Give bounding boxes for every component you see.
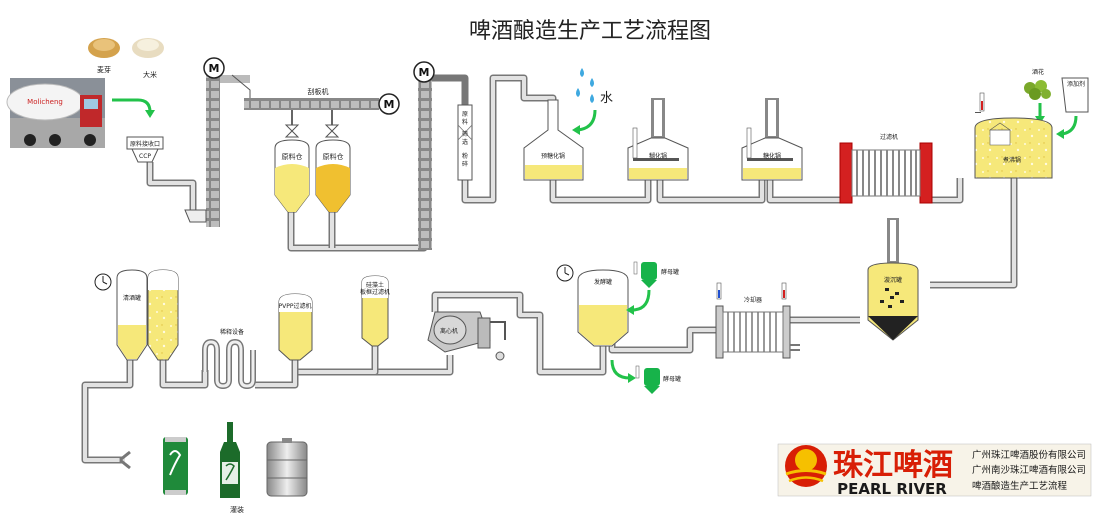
bucket-elevator-1	[184, 74, 251, 227]
cooler-label: 冷却器	[744, 296, 762, 304]
receiving-label: 原料接收口	[130, 140, 160, 148]
lauter-label: 过滤机	[880, 133, 898, 141]
dilution-label: 稀释设备	[220, 328, 244, 336]
screen-char-5: 粉	[462, 152, 468, 160]
pre-mash-vessel	[523, 99, 584, 181]
yeast-tank-1-thermometer-icon	[633, 261, 638, 275]
bright-tank-label: 清酒罐	[123, 294, 141, 302]
motor-2: M	[378, 93, 400, 115]
beer-can-image	[163, 437, 188, 495]
cereal-cooker	[627, 98, 689, 181]
intake-arrow	[112, 98, 152, 113]
yeast-tank-1-label: 酵母罐	[661, 268, 679, 276]
cooler-thermometer-2-icon	[781, 282, 787, 300]
motor-3: M	[413, 61, 435, 83]
fermenter-label: 发酵罐	[594, 278, 612, 286]
brand-panel: 珠江啤酒 PEARL RIVER 广州珠江啤酒股份有限公司 广州南沙珠江啤酒有限…	[777, 443, 1092, 498]
pvpp-filter	[278, 293, 313, 361]
silo-1	[274, 139, 310, 213]
filling-label: 灌装	[230, 505, 244, 514]
pvpp-label: PVPP过滤机	[279, 302, 312, 310]
motor-1-label: M	[209, 62, 220, 75]
pearl-river-logo-icon	[785, 445, 827, 487]
kg-filter-label-line2: 板框过滤机	[360, 288, 390, 296]
kieselguhr-filter	[361, 275, 389, 347]
screen-char-2: 料	[462, 118, 468, 126]
mash-tun	[741, 98, 803, 181]
scraper-conveyor	[244, 98, 379, 138]
thermometer-icon	[979, 92, 985, 112]
yeast-out-arrow	[610, 359, 631, 380]
bright-tank-2	[147, 269, 179, 361]
brand-name-en: PEARL RIVER	[837, 480, 947, 498]
kg-filter-label-line1: 硅藻土	[366, 281, 384, 289]
rice-image	[132, 38, 164, 58]
beer-keg-image	[266, 438, 308, 497]
fermenter-clock-icon	[556, 264, 574, 282]
screen-char-6: 碎	[462, 160, 468, 168]
yeast-tank-1	[641, 262, 657, 288]
pre-mash-label: 预糖化锅	[541, 152, 565, 160]
whirlpool-tank	[867, 218, 919, 341]
silo-2-label: 原料仓	[323, 152, 344, 161]
boil-kettle-label: 煮沸锅	[1003, 156, 1021, 164]
fermentation-tank	[577, 269, 629, 347]
silo-2	[315, 139, 351, 213]
bright-tank-clock-icon	[94, 273, 112, 291]
hops-image	[1024, 80, 1051, 100]
truck-image: Molicheng	[6, 78, 105, 148]
brand-company-2: 广州南沙珠江啤酒有限公司	[972, 464, 1086, 476]
motor-3-label: M	[419, 66, 430, 79]
mash-tun-label: 糖化锅	[763, 152, 781, 160]
screen-char-3: 筛	[462, 130, 468, 138]
yeast-in-arrow	[631, 289, 651, 312]
brand-company-1: 广州珠江啤酒股份有限公司	[972, 449, 1086, 461]
additive-arrow	[1061, 115, 1078, 136]
silo-1-label: 原料仓	[282, 152, 303, 161]
whirlpool-label: 漩沉罐	[884, 276, 902, 284]
motor-2-label: M	[384, 98, 395, 111]
cooker-label: 糊化锅	[649, 152, 667, 160]
yeast-tank-2-thermometer-icon	[635, 365, 640, 379]
truck-logo-text: Molicheng	[27, 98, 63, 106]
rice-label: 大米	[143, 70, 157, 79]
malt-label: 麦芽	[97, 65, 111, 74]
screen-char-1: 原	[462, 111, 468, 118]
bright-tank-1	[116, 269, 148, 361]
receiving-hopper	[126, 136, 164, 163]
beer-bottle-image	[220, 422, 240, 498]
brand-name-cn: 珠江啤酒	[833, 448, 953, 483]
centrifuge	[427, 311, 506, 361]
screen-mill	[457, 104, 473, 181]
screen-char-4: 选	[462, 138, 468, 146]
water-arrow	[577, 109, 597, 132]
water-label: 水	[600, 91, 613, 106]
pipes	[81, 74, 1018, 470]
additive-container	[1061, 77, 1089, 113]
hops-label: 酒花	[1032, 68, 1044, 76]
yeast-tank-2-label: 酵母罐	[663, 375, 681, 383]
centrifuge-label: 离心机	[440, 327, 458, 335]
ccp-label: CCP	[139, 153, 151, 160]
motor-1: M	[203, 57, 225, 79]
additive-label: 添加剂	[1067, 80, 1085, 88]
dilution-coil	[202, 338, 256, 390]
bucket-elevator-2	[418, 80, 432, 250]
boil-kettle	[974, 112, 1053, 179]
lauter-filter	[839, 142, 933, 204]
brand-process-caption: 啤酒酿造生产工艺流程	[972, 480, 1068, 492]
cooler-thermometer-1-icon	[716, 282, 722, 300]
water-drops-icon	[576, 68, 594, 103]
scraper-label: 刮板机	[308, 87, 329, 96]
yeast-tank-2	[644, 368, 660, 394]
wort-cooler	[715, 305, 800, 359]
page-title: 啤酒酿造生产工艺流程图	[469, 19, 711, 44]
malt-image	[88, 38, 120, 58]
